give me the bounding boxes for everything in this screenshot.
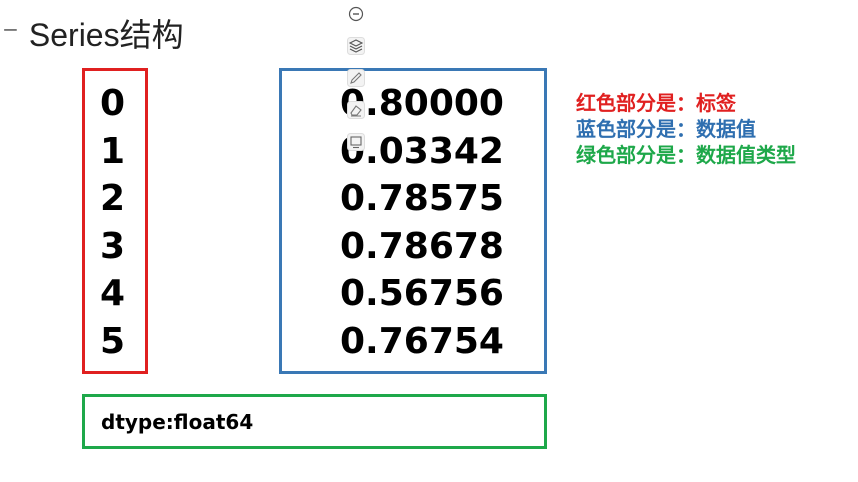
dtype-label: dtype:float64	[101, 410, 254, 434]
index-label: 2	[100, 178, 126, 219]
index-label: 4	[100, 273, 126, 314]
index-label: 0	[100, 83, 126, 124]
data-value: 0.76754	[340, 320, 504, 362]
index-box	[82, 68, 148, 374]
title-bullet: ⁻	[2, 17, 19, 53]
pen-icon	[347, 69, 365, 87]
data-value: 0.56756	[340, 273, 504, 314]
index-label: 3	[100, 225, 126, 267]
page-title: ⁻Series结构	[2, 10, 184, 56]
dtype-box	[82, 394, 547, 449]
index-label: 5	[100, 320, 126, 362]
pen-button[interactable]	[346, 68, 366, 88]
legend-label-red: 红色部分是：标签	[576, 91, 736, 115]
data-value: 0.03342	[340, 130, 504, 172]
legend-label-blue: 蓝色部分是：数据值	[576, 117, 756, 141]
values-box	[279, 68, 547, 374]
legend: 红色部分是：标签 蓝色部分是：数据值 绿色部分是：数据值类型	[576, 90, 826, 168]
eraser-icon	[347, 101, 365, 119]
title-text: Series结构	[28, 17, 184, 53]
values-list: 0.80000 0.03342 0.78575 0.78678 0.56756 …	[340, 80, 504, 365]
screen-icon	[347, 133, 365, 151]
index-list: 0 1 2 3 4 5	[100, 80, 125, 365]
index-label: 1	[100, 130, 126, 172]
collapse-button[interactable]	[346, 4, 366, 24]
collapse-icon	[348, 6, 364, 22]
layers-icon	[347, 37, 365, 55]
legend-label-green: 绿色部分是：数据值类型	[576, 143, 796, 167]
eraser-button[interactable]	[346, 100, 366, 120]
floating-toolbar	[342, 4, 370, 164]
data-value: 0.78678	[340, 225, 504, 267]
data-value: 0.78575	[340, 178, 504, 219]
layers-button[interactable]	[346, 36, 366, 56]
screen-button[interactable]	[346, 132, 366, 152]
data-value: 0.80000	[340, 83, 504, 124]
